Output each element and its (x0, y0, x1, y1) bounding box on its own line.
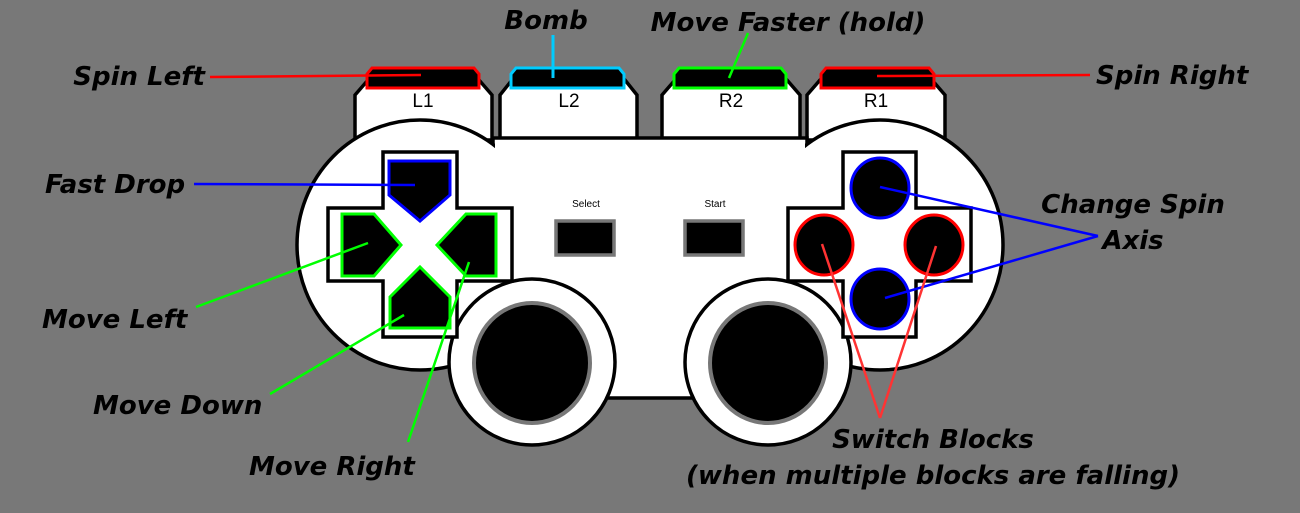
l1-button[interactable] (365, 66, 481, 90)
label-move-down: Move Down (93, 391, 262, 421)
r2-label: R2 (719, 91, 743, 112)
l2-button[interactable] (509, 66, 626, 90)
fast-drop-line (193, 182, 416, 187)
body-fill (495, 140, 805, 290)
label-spin-right: Spin Right (1096, 61, 1250, 91)
label-move-left: Move Left (42, 305, 189, 335)
move-right-line (406, 261, 471, 443)
dpad-down[interactable] (388, 264, 452, 330)
r1-button[interactable] (819, 66, 936, 90)
move-faster-line (727, 32, 750, 79)
move-down-line (269, 313, 405, 396)
change-spin-line-bottom (884, 234, 1099, 300)
face-button-bottom[interactable] (849, 267, 911, 331)
select-button[interactable] (554, 219, 616, 257)
spin-right-line (876, 73, 1091, 78)
switch-blocks-line-left (820, 243, 882, 419)
right-analog-stick[interactable] (708, 301, 828, 425)
label-spin-left: Spin Left (73, 62, 206, 92)
start-button[interactable] (683, 219, 745, 257)
dpad-frame (326, 150, 514, 339)
label-bomb: Bomb (504, 6, 587, 36)
face-button-right[interactable] (903, 213, 965, 277)
change-spin-line-top (879, 185, 1099, 238)
r1-label: R1 (864, 91, 888, 112)
dpad (326, 150, 514, 339)
face-button-left[interactable] (793, 213, 855, 277)
l2-label: L2 (558, 91, 579, 112)
move-left-line (195, 241, 369, 309)
l1-label: L1 (412, 91, 433, 112)
label-change-spin-line1: Change Spin (1041, 190, 1225, 220)
callout-lines (193, 32, 1099, 443)
face-frame (786, 150, 973, 339)
select-label: Select (572, 199, 600, 210)
dpad-right[interactable] (434, 212, 498, 278)
left-analog-stick[interactable] (472, 301, 592, 425)
label-change-spin-line2: Axis (1100, 226, 1163, 256)
face-buttons (786, 150, 973, 339)
dpad-up[interactable] (387, 159, 452, 223)
dpad-left[interactable] (340, 212, 403, 278)
label-move-right: Move Right (249, 452, 416, 482)
callout-labels: Spin Left Bomb Move Faster (hold) Spin R… (42, 6, 1250, 491)
label-fast-drop: Fast Drop (45, 170, 185, 200)
controller-body (295, 118, 1005, 447)
label-move-faster: Move Faster (hold) (651, 8, 926, 38)
spin-left-line (209, 73, 422, 79)
label-switch-blocks-line1: Switch Blocks (832, 425, 1034, 455)
label-switch-blocks-line2: (when multiple blocks are falling) (686, 461, 1180, 491)
switch-blocks-line-right (878, 245, 938, 419)
start-label: Start (704, 199, 725, 210)
